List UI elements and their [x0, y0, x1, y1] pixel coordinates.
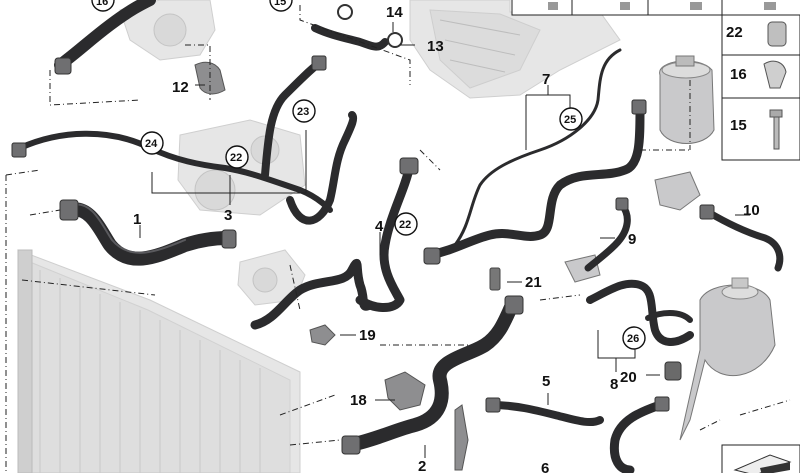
leader-lines: [139, 22, 750, 458]
callout-8: 8: [610, 376, 618, 393]
callout-2: 2: [418, 458, 426, 473]
callout-18: 18: [350, 392, 367, 409]
hose-10: [699, 204, 784, 272]
circled-26: 26: [627, 333, 639, 345]
plug-20: [664, 361, 682, 381]
circled-23: 23: [297, 106, 309, 118]
aux-pump-ghost: [237, 249, 306, 306]
callout-15: 15: [730, 117, 747, 134]
callout-1: 1: [133, 211, 141, 228]
engine-block-ghost: [409, 0, 621, 99]
circled-25: 25: [564, 114, 576, 126]
callout-6: 6: [541, 460, 549, 473]
hose-2: [341, 295, 524, 455]
pump-ghost: [119, 0, 216, 61]
hose-12: [54, 0, 226, 95]
callout-numbers: 1 2 3 4 5 6 7 8 9 10 12 13 14 15 16 18 1…: [133, 4, 760, 473]
callout-4: 4: [375, 218, 384, 235]
callout-21: 21: [525, 274, 542, 291]
callout-9: 9: [628, 231, 636, 248]
circled-22-a: 22: [230, 152, 242, 164]
callout-14: 14: [386, 4, 403, 21]
callout-19: 19: [359, 327, 376, 344]
callout-12: 12: [172, 79, 189, 96]
sensor-21: [489, 267, 501, 291]
inset-box: [721, 444, 800, 473]
callout-13: 13: [427, 38, 444, 55]
callout-16-top: 16: [96, 0, 108, 8]
callout-5: 5: [542, 373, 550, 390]
hose-1: [59, 199, 237, 266]
bracket-lower: [454, 404, 469, 471]
circled-24: 24: [145, 138, 158, 150]
callout-22: 22: [726, 24, 743, 41]
expansion-tank-top: [659, 55, 715, 144]
hose-5: [485, 397, 604, 427]
radiator-ghost: [17, 249, 301, 473]
expansion-tank-bottom: [679, 277, 776, 441]
callout-15-top: 15: [274, 0, 286, 8]
hose-6: [609, 396, 670, 473]
legend-panel: [511, 0, 800, 161]
hose-23: [261, 55, 358, 225]
clip-19: [309, 324, 336, 346]
callout-3: 3: [224, 207, 232, 224]
callout-20: 20: [620, 369, 637, 386]
callout-16: 16: [730, 66, 747, 83]
hose-7: [423, 48, 647, 265]
callout-10: 10: [743, 202, 760, 219]
circled-callouts: 24 22 23 22 25 26: [140, 99, 646, 350]
hose-22-mid: [355, 157, 419, 312]
circled-22-b: 22: [399, 219, 411, 231]
assembly-dash-lines: [5, 5, 791, 473]
hose-8: [586, 279, 694, 346]
callout-7: 7: [542, 71, 550, 88]
bracket-18: [384, 371, 426, 411]
top-cropped-callouts: 16 15: [91, 0, 293, 12]
hose-24: [11, 130, 333, 213]
hose-4: [250, 259, 375, 330]
valve-part-ghost: [564, 171, 701, 283]
hose-9: [584, 197, 631, 272]
